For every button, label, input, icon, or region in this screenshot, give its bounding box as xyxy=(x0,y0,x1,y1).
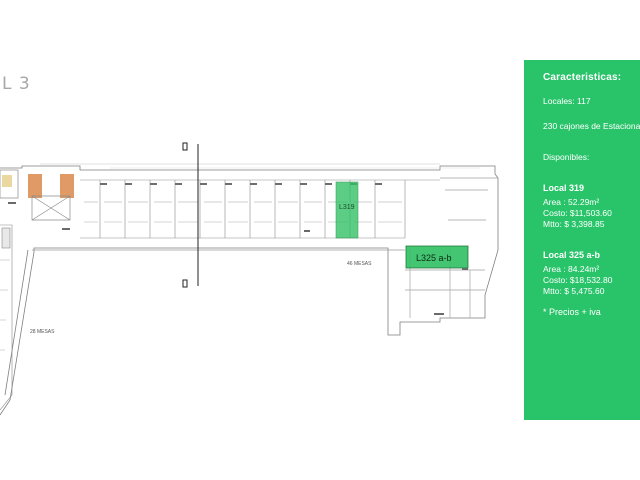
local-325-costo: Costo: $18,532.80 xyxy=(543,275,613,285)
west-wing-tables-label: 28 MESAS xyxy=(30,329,55,335)
local-325-mtto: Mtto: $ 5,475.60 xyxy=(543,286,605,296)
north-wing-tables-label: 46 MESAS xyxy=(347,261,372,267)
locales-count: Locales: 117 xyxy=(543,96,591,106)
prices-note: * Precios + iva xyxy=(543,307,601,317)
local-319-highlight[interactable] xyxy=(335,181,359,239)
local-319-costo: Costo: $11,503.60 xyxy=(543,208,612,218)
characteristics-panel: Caracteristicas: Locales: 117 230 cajone… xyxy=(524,60,640,420)
local-319-area: Area : 52.29m² xyxy=(543,197,600,207)
local-325-area: Area : 84.24m² xyxy=(543,264,600,274)
local-319-plan-label: L319 xyxy=(339,204,355,211)
parking-spaces: 230 cajones de Estacionamiento xyxy=(543,121,640,131)
floor-level-title: L 3 xyxy=(2,74,31,94)
floor-plan: L319 L325 a-b 46 MESAS 28 MESAS xyxy=(0,142,499,416)
local-319-mtto: Mtto: $ 3,398.85 xyxy=(543,219,605,229)
local-325-highlight[interactable] xyxy=(405,245,469,269)
local-325-title: Local 325 a-b xyxy=(543,250,601,260)
available-label: Disponibles: xyxy=(543,152,590,162)
local-319-title: Local 319 xyxy=(543,183,585,193)
local-325-plan-label: L325 a-b xyxy=(416,253,452,263)
panel-heading: Caracteristicas: xyxy=(543,72,622,83)
